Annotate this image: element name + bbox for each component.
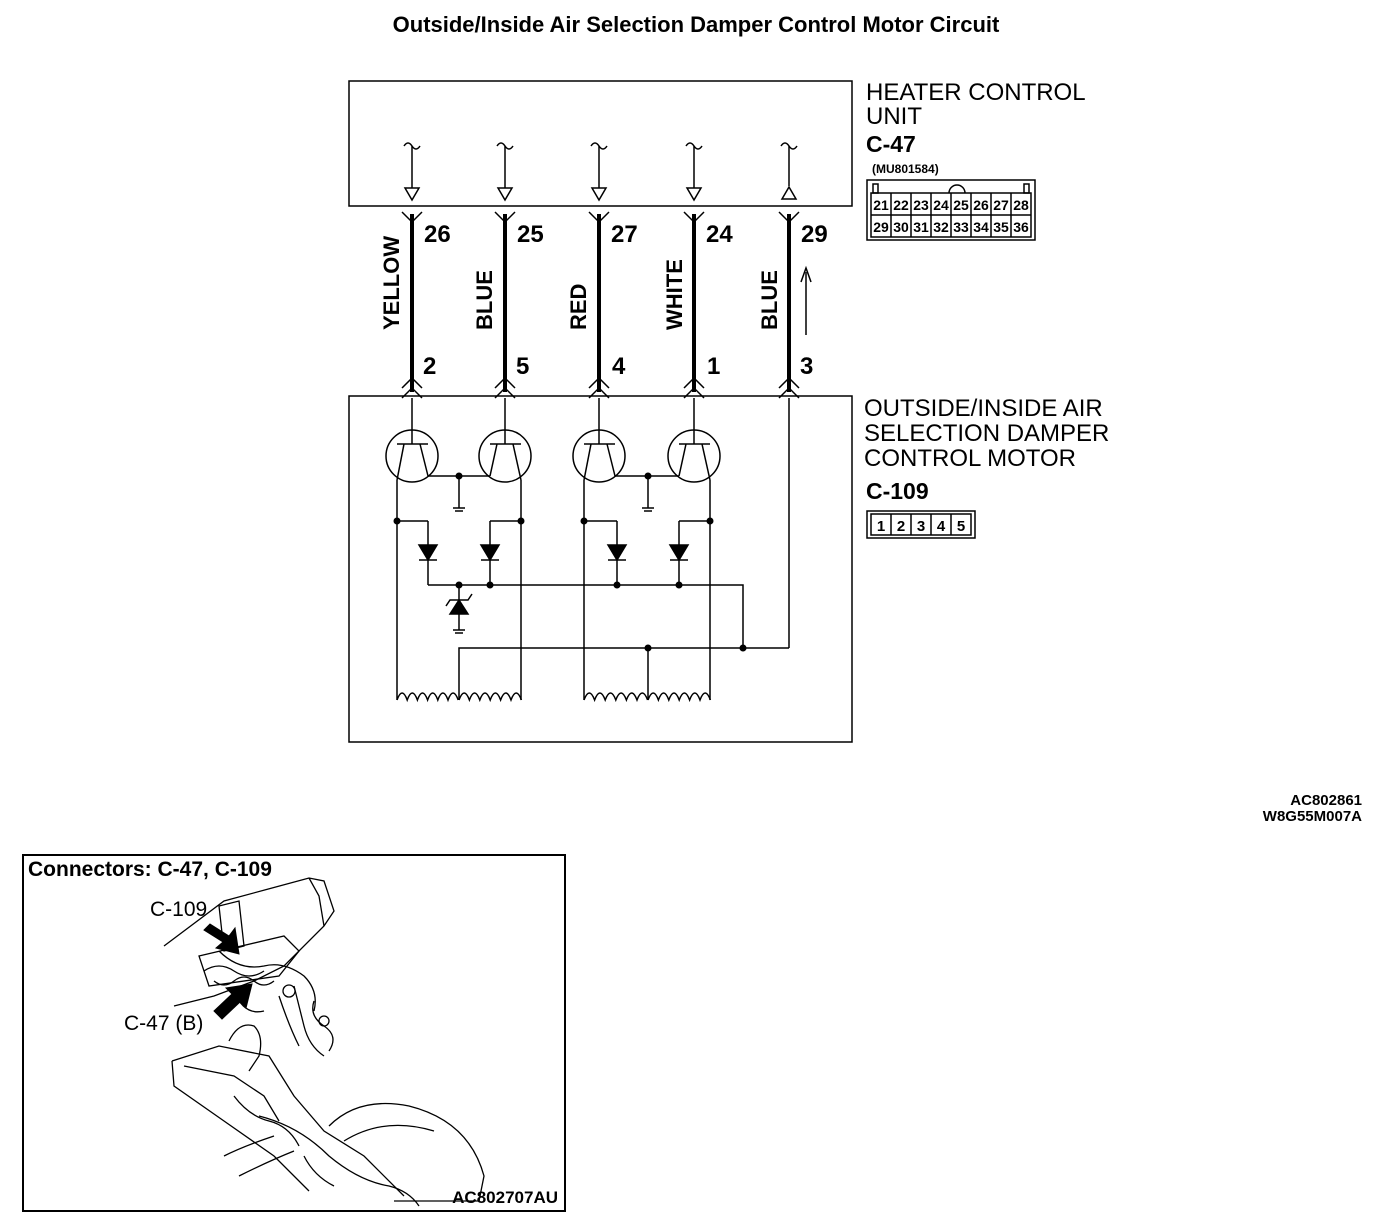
page-title: Outside/Inside Air Selection Damper Cont… [392, 12, 1000, 37]
c109-location-label: C-109 [150, 898, 208, 921]
diagram-ref-code: AC802861 W8G55M007A [1230, 793, 1362, 825]
top-pin-label: 25 [517, 221, 544, 248]
bottom-pin-label: 3 [800, 353, 813, 380]
heater-side-pin-labels: 26 25 27 24 29 [424, 221, 828, 248]
wire-color-labels: YELLOW BLUE RED WHITE BLUE [379, 236, 782, 330]
top-pin-label: 24 [706, 221, 733, 248]
c109-pin: 3 [917, 518, 925, 535]
c47-pin: 27 [993, 197, 1009, 213]
c109-pin: 1 [877, 518, 885, 535]
inset-title: Connectors: C-47, C-109 [28, 858, 272, 881]
heater-unit-name-line1: HEATER CONTROL [866, 79, 1086, 106]
c47-pin: 26 [973, 197, 989, 213]
c109-arrow [203, 923, 240, 955]
wire-color-label: WHITE [662, 259, 687, 330]
c109-pin: 5 [957, 518, 965, 535]
c109-pin: 2 [897, 518, 905, 535]
c47-pin: 25 [953, 197, 969, 213]
c47-pin: 22 [893, 197, 909, 213]
ref-code-line2: W8G55M007A [1262, 808, 1362, 825]
c47-pin: 33 [953, 219, 969, 235]
top-pin-label: 29 [801, 221, 828, 248]
c109-pin-numbers: 1 2 3 4 5 [877, 518, 965, 535]
top-pin-label: 27 [611, 221, 638, 248]
bottom-pin-label: 5 [516, 353, 529, 380]
wire-color-label: BLUE [757, 270, 782, 330]
c47-pin: 29 [873, 219, 889, 235]
motor-name-line2: SELECTION DAMPER [864, 420, 1110, 447]
unit-internal-symbols [403, 142, 798, 202]
motor-name-line1: OUTSIDE/INSIDE AIR [864, 395, 1103, 422]
junction-dots [393, 472, 747, 652]
inset-ref-code: AC802707AU [452, 1188, 558, 1207]
c47-pin: 35 [993, 219, 1009, 235]
wire-color-label: YELLOW [379, 236, 404, 330]
c47-pin: 34 [973, 219, 989, 235]
motor-side-pin-labels: 2 5 4 1 3 [423, 353, 813, 380]
c47-location-label: C-47 (B) [124, 1012, 204, 1035]
c47-pin: 24 [933, 197, 949, 213]
heater-connector-code: C-47 [866, 131, 916, 157]
bottom-pin-label: 4 [612, 353, 626, 380]
motor-internal-circuit [385, 398, 790, 703]
c109-pin: 4 [937, 518, 946, 535]
c47-pin: 21 [873, 197, 889, 213]
c47-connector-face [866, 179, 1036, 241]
heater-control-unit-box [348, 80, 853, 207]
c47-pin: 31 [913, 219, 929, 235]
console-illustration [163, 877, 485, 1207]
motor-connector-code: C-109 [866, 478, 929, 504]
bottom-pin-label: 2 [423, 353, 436, 380]
heater-unit-name-line2: UNIT [866, 103, 922, 130]
c47-pin: 23 [913, 197, 929, 213]
c47-pin: 28 [1013, 197, 1029, 213]
ref-code-line1: AC802861 [1290, 792, 1362, 809]
c47-arrow [213, 983, 253, 1020]
bottom-pin-label: 1 [707, 353, 720, 380]
c47-pin-numbers: 21 22 23 24 25 26 27 28 29 30 31 32 33 3… [873, 197, 1029, 235]
c109-connector-face [866, 510, 976, 539]
wire-harness [401, 211, 812, 399]
top-pin-label: 26 [424, 221, 451, 248]
c47-pin: 32 [933, 219, 949, 235]
heater-part-number: (MU801584) [872, 162, 939, 176]
c47-pin: 30 [893, 219, 909, 235]
c47-pin: 36 [1013, 219, 1029, 235]
motor-name-line3: CONTROL MOTOR [864, 445, 1077, 472]
wire-color-label: RED [566, 284, 591, 330]
wire-color-label: BLUE [472, 270, 497, 330]
damper-motor-box [348, 395, 853, 743]
connector-location-inset: Connectors: C-47, C-109 [22, 854, 566, 1212]
